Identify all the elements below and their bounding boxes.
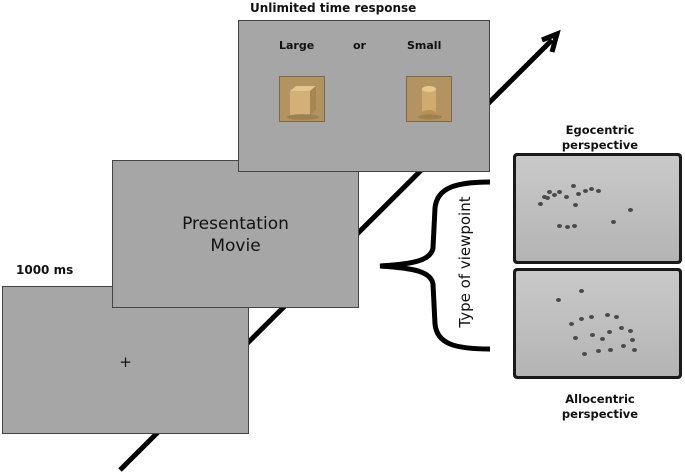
egocentric-monitor xyxy=(513,153,682,264)
egocentric-line2: perspective xyxy=(561,138,639,152)
option-large-label: Large xyxy=(279,39,315,52)
response-screen: Large or Small xyxy=(238,20,490,172)
option-small-label: Small xyxy=(407,39,442,52)
movie-label-line2: Movie xyxy=(210,236,261,256)
allocentric-monitor xyxy=(513,268,682,379)
egocentric-caption: Egocentric perspective xyxy=(545,123,655,153)
allocentric-dot-scene xyxy=(516,271,679,376)
egocentric-dot-scene xyxy=(516,156,679,261)
fixation-screen: + xyxy=(2,286,249,434)
fixation-duration-label: 1000 ms xyxy=(16,263,74,277)
viewpoint-brace xyxy=(379,179,491,352)
egocentric-line1: Egocentric xyxy=(565,123,635,137)
viewpoint-type-label: Type of viewpoint xyxy=(456,196,474,328)
allocentric-line2: perspective xyxy=(561,407,639,421)
allocentric-line1: Allocentric xyxy=(565,392,635,406)
option-or-label: or xyxy=(353,39,366,52)
movie-label-line1: Presentation xyxy=(182,214,289,234)
presentation-movie-label: Presentation Movie xyxy=(113,213,358,257)
fixation-cross: + xyxy=(119,353,132,371)
response-header: Unlimited time response xyxy=(250,1,417,15)
allocentric-caption: Allocentric perspective xyxy=(545,392,655,422)
presentation-movie-screen: Presentation Movie xyxy=(112,160,359,308)
small-cylinder-image xyxy=(406,76,452,122)
large-cube-image xyxy=(279,76,325,122)
